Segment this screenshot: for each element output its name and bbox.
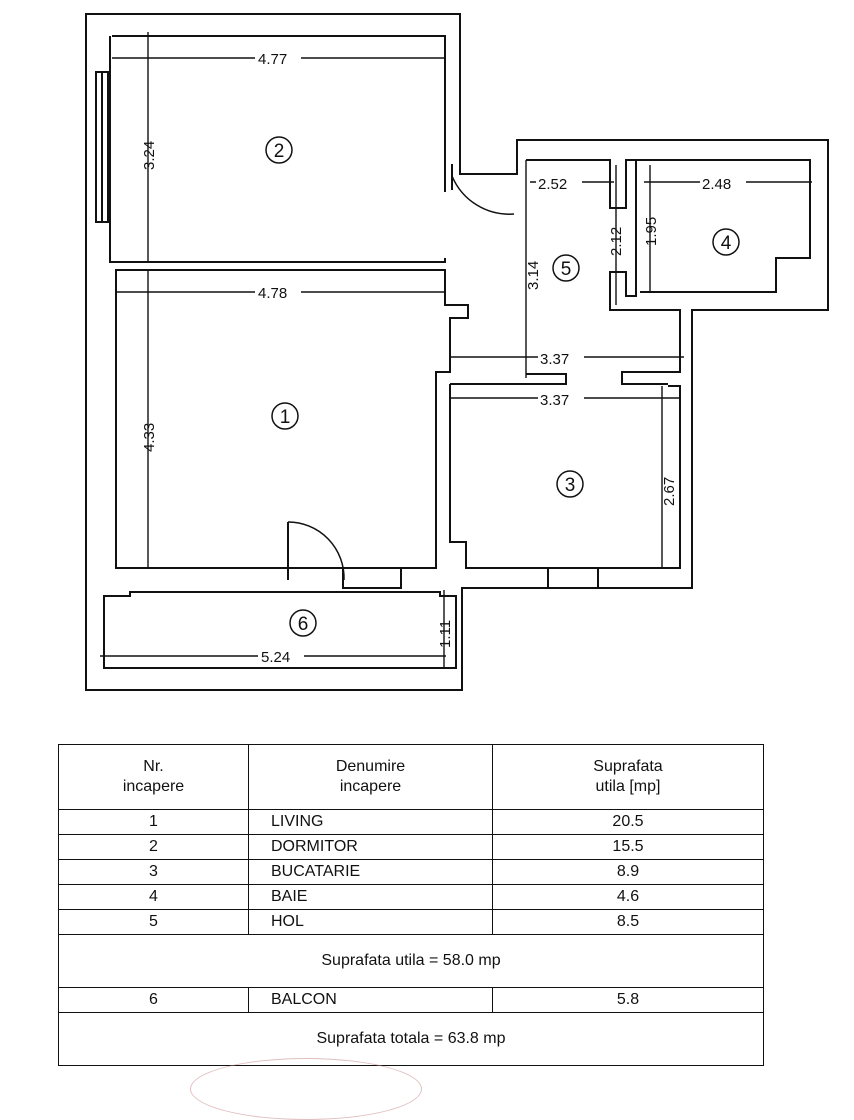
- useful-total-row: Suprafata utila = 58.0 mp: [58, 934, 764, 988]
- room-area: 20.5: [492, 809, 764, 835]
- room-area: 15.5: [492, 834, 764, 860]
- floor-plan: 4.77 3.24 4.78 4.33 2.52 2.48 2.12 1.95 …: [85, 13, 829, 691]
- table-row: 3 BUCATARIE 8.9: [58, 859, 764, 885]
- room-number-4: 4: [721, 233, 732, 254]
- room-name: HOL: [248, 909, 493, 935]
- dim-balcony-width: 5.24: [261, 649, 290, 666]
- table-row: 5 HOL 8.5: [58, 909, 764, 935]
- room-area-table: Nr. incapere Denumire incapere Suprafata…: [58, 744, 764, 1066]
- dim-hall-lower-width: 3.37: [540, 351, 569, 368]
- room-name: BAIE: [248, 884, 493, 910]
- room-number-6: 6: [298, 614, 309, 635]
- room-nr: 3: [58, 859, 249, 885]
- header-room-name: Denumire incapere: [248, 744, 493, 810]
- table-row: 1 LIVING 20.5: [58, 809, 764, 835]
- table-row: 6 BALCON 5.8: [58, 987, 764, 1013]
- header-room-number: Nr. incapere: [58, 744, 249, 810]
- room-number-5: 5: [561, 259, 572, 280]
- room-name: BALCON: [248, 987, 493, 1013]
- dim-kitchen-width: 3.37: [540, 392, 569, 409]
- dim-hall-width: 2.52: [538, 176, 567, 193]
- room-4-outline: [636, 159, 811, 293]
- dim-hall-height: 3.14: [525, 261, 542, 290]
- dim-room2-width: 4.77: [258, 51, 287, 68]
- table-row: 4 BAIE 4.6: [58, 884, 764, 910]
- room-area: 5.8: [492, 987, 764, 1013]
- room-number-2: 2: [274, 141, 285, 162]
- room-number-1: 1: [280, 407, 291, 428]
- dim-bath-height: 1.95: [643, 217, 660, 246]
- room-name: BUCATARIE: [248, 859, 493, 885]
- dim-room1-width: 4.78: [258, 285, 287, 302]
- stamp-mark: [190, 1058, 422, 1120]
- room-1-outline: [115, 269, 469, 569]
- room-area: 4.6: [492, 884, 764, 910]
- room-2-outline: [109, 35, 446, 263]
- room-area: 8.9: [492, 859, 764, 885]
- dim-hall-niche: 2.12: [608, 227, 625, 256]
- room-nr: 1: [58, 809, 249, 835]
- room-nr: 5: [58, 909, 249, 935]
- room-5-outline: [526, 159, 681, 385]
- door-balcony: [287, 521, 345, 581]
- outer-wall: [85, 13, 829, 691]
- room-nr: 2: [58, 834, 249, 860]
- useful-total: Suprafata utila = 58.0 mp: [58, 934, 764, 988]
- window-room-1: [342, 567, 402, 589]
- window-room-3: [547, 567, 599, 589]
- room-6-outline: [103, 591, 457, 669]
- grand-total-row: Suprafata totala = 63.8 mp: [58, 1012, 764, 1066]
- dim-bath-width: 2.48: [702, 176, 731, 193]
- table-row: 2 DORMITOR 15.5: [58, 834, 764, 860]
- room-name: LIVING: [248, 809, 493, 835]
- table-header-row: Nr. incapere Denumire incapere Suprafata…: [58, 744, 764, 810]
- dim-room1-height: 4.33: [141, 423, 158, 452]
- room-number-3: 3: [565, 475, 576, 496]
- room-name: DORMITOR: [248, 834, 493, 860]
- dim-balcony-depth: 1.11: [437, 620, 454, 648]
- door-room-2: [451, 175, 515, 215]
- dim-kitchen-height: 2.67: [661, 477, 678, 506]
- room-nr: 6: [58, 987, 249, 1013]
- dim-room2-height: 3.24: [141, 141, 158, 170]
- grand-total: Suprafata totala = 63.8 mp: [58, 1012, 764, 1066]
- header-room-area: Suprafata utila [mp]: [492, 744, 764, 810]
- room-area: 8.5: [492, 909, 764, 935]
- room-nr: 4: [58, 884, 249, 910]
